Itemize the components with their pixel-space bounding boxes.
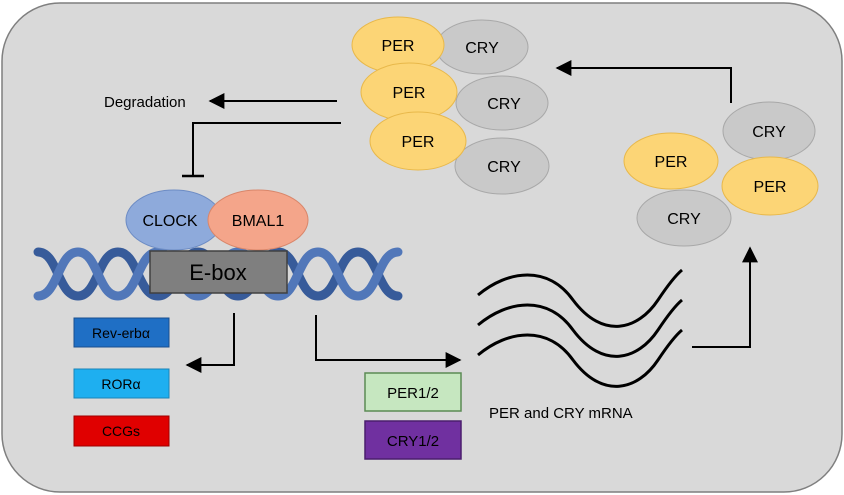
inhibition-line (192, 122, 341, 176)
translation-arrow (692, 246, 758, 348)
cry-label: CRY (487, 96, 521, 113)
bmal1-label: BMAL1 (232, 213, 285, 230)
mrna-label: PER and CRY mRNA (489, 405, 633, 422)
per-label: PER (754, 179, 787, 196)
ebox-label: E-box (189, 260, 246, 285)
rev-erba-label: Rev-erbα (92, 325, 150, 341)
mrna-strand (477, 328, 683, 388)
per-label: PER (655, 154, 688, 171)
ccgs-label: CCGs (102, 423, 140, 439)
rora-label: RORα (101, 376, 140, 392)
cry12-box (364, 420, 462, 460)
cry-node (455, 75, 549, 131)
mrna-strand (477, 298, 683, 358)
per12-box (364, 372, 462, 412)
per-node (369, 111, 467, 171)
cry-label: CRY (465, 40, 499, 57)
mrna-strand (477, 268, 683, 328)
rev-erba-box (73, 317, 170, 348)
cry12-label: CRY1/2 (387, 433, 439, 450)
ccgs-box (73, 415, 170, 447)
cry-node (454, 137, 550, 195)
per-label: PER (393, 85, 426, 102)
per-cry-complex-top: CRY PER CRY PER CRY PER (351, 16, 550, 195)
bmal1-protein (207, 189, 309, 251)
per-label: PER (382, 38, 415, 55)
per-cry-complex-right: CRY PER CRY PER (623, 101, 819, 247)
feedback-arrow (555, 60, 732, 103)
degradation-label: Degradation (104, 94, 186, 111)
per-node (721, 156, 819, 216)
per-node (623, 132, 719, 190)
mrna-waves (477, 268, 683, 388)
transcription-arrow (315, 315, 462, 368)
cry-label: CRY (487, 159, 521, 176)
per-label: PER (402, 134, 435, 151)
clock-label: CLOCK (142, 213, 197, 230)
ebox-block (149, 250, 288, 294)
cry-label: CRY (667, 211, 701, 228)
per12-label: PER1/2 (387, 385, 439, 402)
target-gene-arrow (185, 313, 235, 373)
cry-label: CRY (752, 124, 786, 141)
cry-node (636, 189, 732, 247)
rora-box (73, 368, 170, 399)
